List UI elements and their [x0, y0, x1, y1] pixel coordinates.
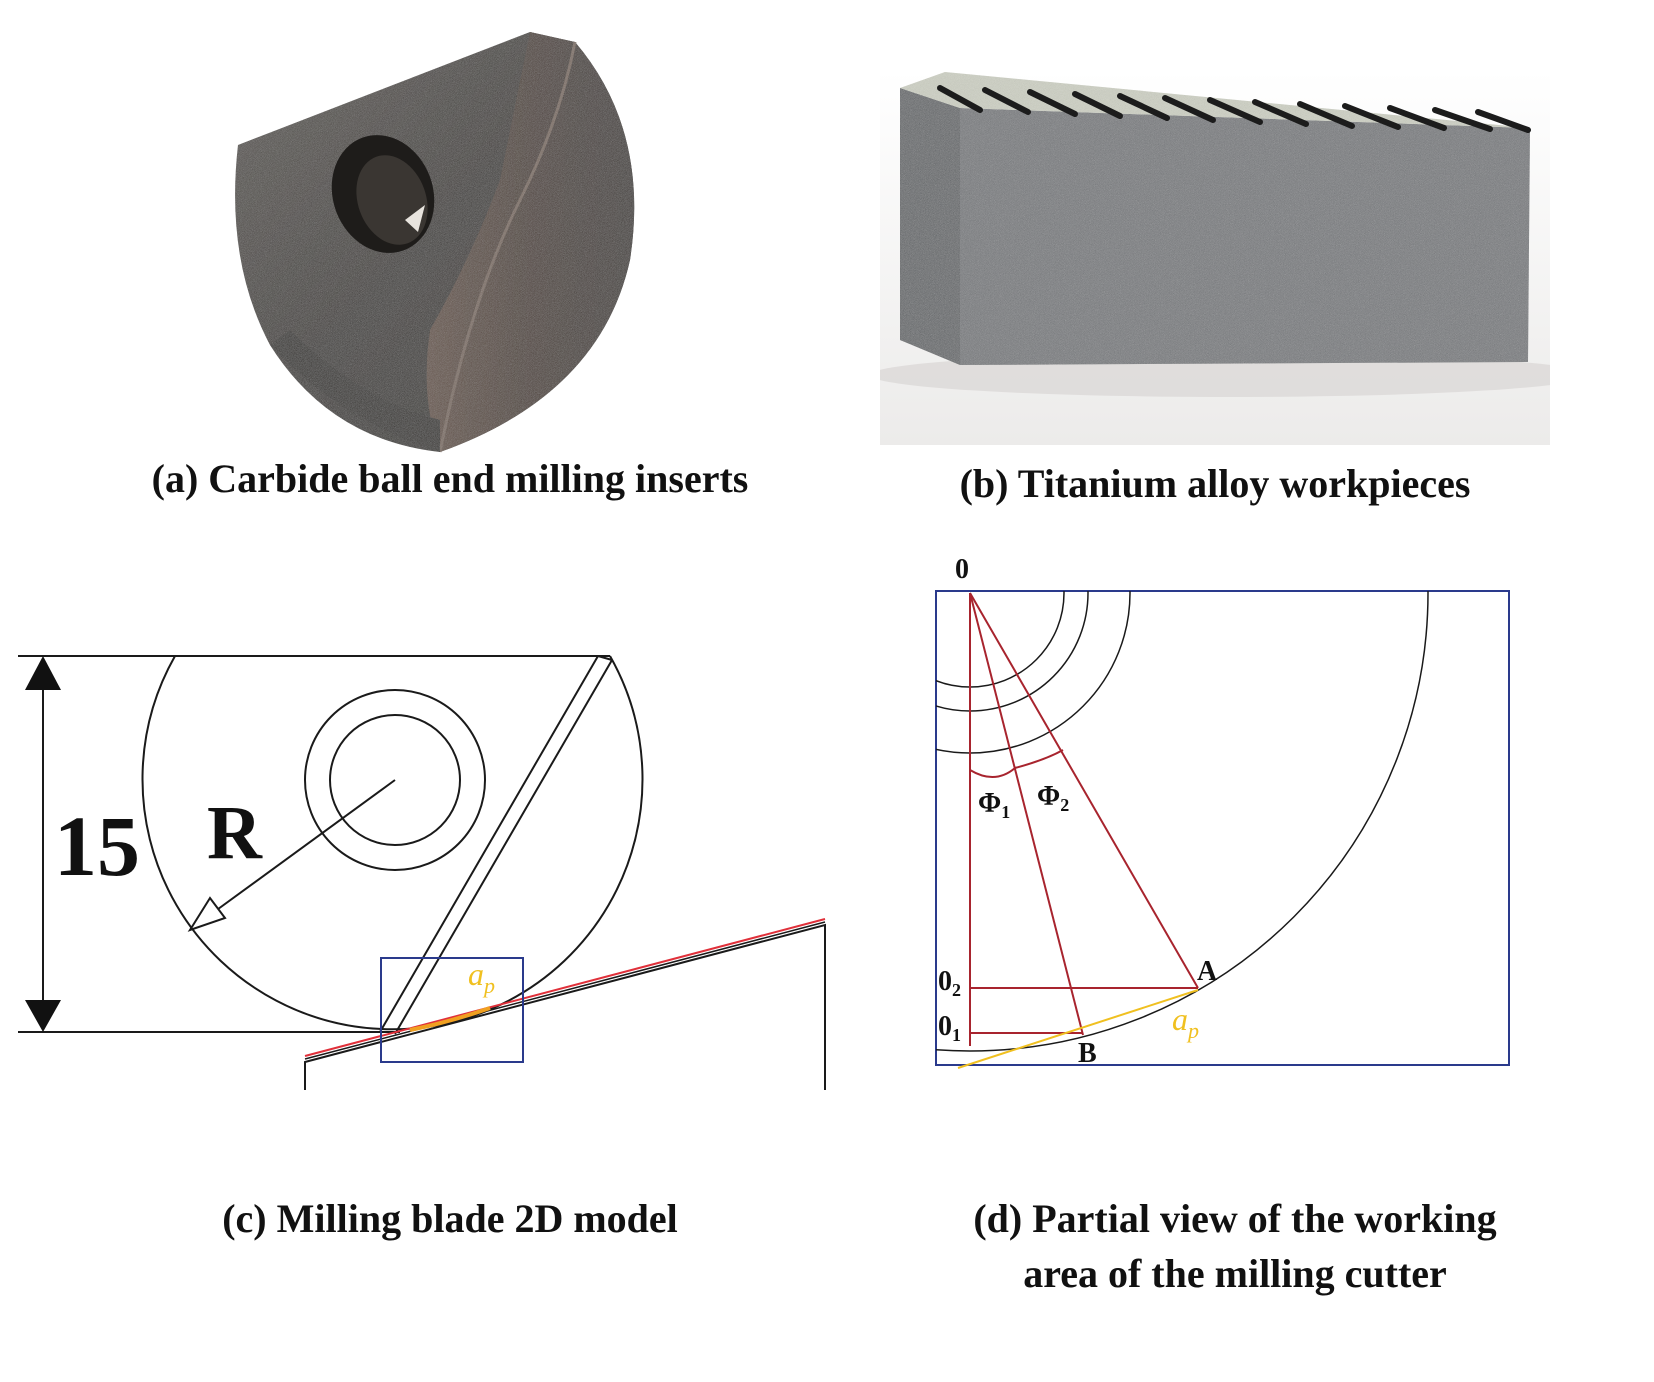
label-phi1: Φ1 — [978, 788, 1010, 822]
caption-a: (a) Carbide ball end milling inserts — [151, 456, 749, 501]
workpiece-groove-set — [937, 85, 1531, 133]
label-O1: 01 — [938, 1011, 961, 1045]
zoom-frame — [380, 957, 524, 1063]
arc-large — [936, 591, 1429, 1052]
workpiece-side-face — [900, 88, 960, 365]
label-A: A — [1197, 956, 1218, 987]
workpiece-render — [880, 70, 1550, 445]
caption-d-line2: area of the milling cutter — [1023, 1251, 1447, 1296]
workpiece-outline — [304, 923, 826, 1090]
label-O: 0 — [955, 554, 969, 585]
line-O-A — [969, 592, 1199, 989]
arc-small-3 — [936, 591, 1065, 688]
line-O-B — [969, 592, 1084, 1036]
label-phi2: Φ2 — [1037, 781, 1069, 815]
hole-inner — [329, 714, 461, 846]
blade-edge-inner — [394, 659, 613, 1035]
dim-arrow-bottom — [25, 1000, 61, 1032]
blade-edge-outer — [379, 655, 599, 1033]
detail-frame — [935, 590, 1510, 1066]
angle-arc-phi2 — [1014, 749, 1064, 769]
label-B: B — [1078, 1038, 1097, 1069]
dimension-value: 15 — [54, 798, 140, 894]
dim-arrow-top — [25, 656, 61, 690]
ap-region — [409, 1006, 491, 1032]
working-area-diagram: 0 02 01 A B Φ1 Φ2 ap — [935, 554, 1510, 1069]
blade-arc — [141, 655, 644, 1031]
label-O2: 02 — [938, 966, 961, 1000]
caption-c: (c) Milling blade 2D model — [222, 1196, 678, 1241]
blade-2d-diagram: 15 R ap — [18, 655, 826, 1090]
hole-outer — [304, 689, 486, 871]
arc-small-1 — [936, 591, 1131, 754]
radius-line — [213, 779, 396, 913]
tangent-line — [957, 989, 1199, 1069]
arc-small-2 — [936, 591, 1089, 712]
workpiece-front-face — [960, 108, 1530, 365]
insert-rake-face — [426, 32, 635, 452]
radius-label: R — [207, 791, 263, 875]
caption-b: (b) Titanium alloy workpieces — [959, 461, 1471, 506]
radius-arrowhead — [187, 896, 227, 932]
insert-render — [235, 32, 635, 453]
cut-surface-red — [304, 918, 826, 1057]
caption-d-line1: (d) Partial view of the working — [973, 1196, 1497, 1241]
angle-arc-phi1 — [969, 767, 1016, 778]
ap-label-d: ap — [1172, 1001, 1199, 1043]
ap-label-c: ap — [468, 956, 495, 998]
